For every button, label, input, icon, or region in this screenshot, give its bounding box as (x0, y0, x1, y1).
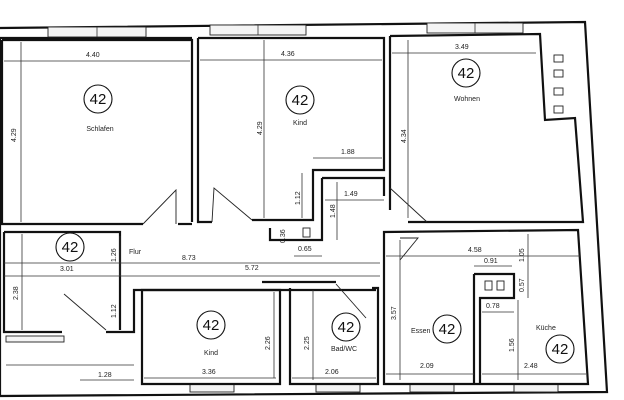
dim-0-65: 0.65 (298, 246, 312, 253)
room-wohnen: 3.49 4.34 42 Wohnen (388, 32, 585, 224)
room-label-kind: Kind (204, 350, 218, 357)
window-bad (315, 383, 361, 393)
room-number: 42 (90, 91, 107, 108)
room-number: 42 (552, 341, 569, 358)
dim-1-12-top: 1.12 (295, 191, 302, 205)
dim-4-58: 4.58 (468, 247, 482, 254)
dim-bad-width: 2.06 (325, 369, 339, 376)
dim-schlafen-height: 4.29 (11, 128, 18, 142)
room-kind-top: 4.36 4.29 1.88 1.12 42 Kind (196, 36, 386, 224)
room-number: 42 (338, 319, 355, 336)
room-number-badge (331, 312, 361, 342)
room-number: 42 (292, 92, 309, 109)
dim-wohnen-width: 3.49 (455, 44, 469, 51)
room-flur: 2.38 3.01 1.26 Flur 8.73 5.72 1.12 42 1.… (2, 230, 380, 381)
dim-kueche-width: 2.48 (524, 363, 538, 370)
dim-essen-height: 3.57 (391, 306, 398, 320)
dim-0-78: 0.78 (486, 303, 500, 310)
dim-kind1-notch: 1.88 (341, 149, 355, 156)
dim-2-38: 2.38 (13, 286, 20, 300)
dim-kind1-width: 4.36 (281, 51, 295, 58)
dim-kind2-height: 2.26 (265, 336, 272, 350)
dim-kind1-height: 4.29 (257, 121, 264, 135)
dim-1-48: 1.48 (330, 204, 337, 218)
shaft-square (302, 227, 311, 238)
room-number-badge (55, 232, 85, 262)
room-schlafen: 4.40 4.29 42 Schlafen (0, 38, 194, 226)
room-label-essen: Essen (411, 328, 431, 335)
shaft-square (496, 280, 505, 291)
room-label-flur: Flur (129, 249, 142, 256)
room-number-badge (432, 314, 462, 344)
facade-square (553, 54, 564, 63)
window-essen (409, 383, 455, 393)
dim-essen-width: 2.09 (420, 363, 434, 370)
dim-0-36: 0.36 (280, 229, 287, 243)
room-number: 42 (62, 239, 79, 256)
window-kind2 (189, 383, 235, 393)
corridor-shaft: 1.48 1.49 0.36 0.65 (268, 176, 386, 257)
room-number-badge (196, 310, 226, 340)
facade-square (553, 69, 564, 78)
facade-square (553, 105, 564, 114)
room-label-kind: Kind (293, 120, 307, 127)
room-bad: 2.25 2.06 42 Bad/WC (262, 280, 380, 386)
dim-1-56: 1.56 (509, 338, 516, 352)
room-essen: 3.57 2.09 Essen 42 (382, 228, 590, 386)
room-number: 42 (458, 65, 475, 82)
windows-bottom (5, 335, 559, 393)
dim-schlafen-width: 4.40 (86, 52, 100, 59)
facade-square (553, 87, 564, 96)
room-label-schlafen: Schlafen (86, 126, 113, 133)
room-kueche: 4.58 0.91 1.05 0.57 0.78 1.56 2.48 Küche… (386, 234, 586, 380)
dim-0-91: 0.91 (484, 258, 498, 265)
room-number-badge (83, 84, 113, 114)
dim-1-26: 1.26 (111, 248, 118, 262)
dim-wohnen-height: 4.34 (401, 129, 408, 143)
dim-1-28: 1.28 (98, 372, 112, 379)
room-number-badge (451, 58, 481, 88)
windows-top (47, 22, 524, 38)
dim-1-12-flur: 1.12 (111, 304, 118, 318)
dim-1-05: 1.05 (519, 248, 526, 262)
room-label-bad: Bad/WC (331, 346, 357, 353)
room-label-wohnen: Wohnen (454, 96, 480, 103)
dim-1-49: 1.49 (344, 191, 358, 198)
dim-3-01: 3.01 (60, 266, 74, 273)
room-kind-bottom: 2.26 3.36 42 Kind (140, 288, 282, 386)
room-number: 42 (439, 321, 456, 338)
room-number: 42 (203, 317, 220, 334)
dim-0-57: 0.57 (519, 278, 526, 292)
shaft-square (484, 280, 493, 291)
dim-5-72: 5.72 (245, 265, 259, 272)
room-number-badge (545, 334, 575, 364)
room-number-badge (285, 85, 315, 115)
room-label-kueche: Küche (536, 325, 556, 332)
dim-bad-height: 2.25 (304, 336, 311, 350)
dim-8-73: 8.73 (182, 255, 196, 262)
window-flur (5, 335, 65, 343)
window-kueche (513, 383, 559, 393)
dim-kind2-width: 3.36 (202, 369, 216, 376)
